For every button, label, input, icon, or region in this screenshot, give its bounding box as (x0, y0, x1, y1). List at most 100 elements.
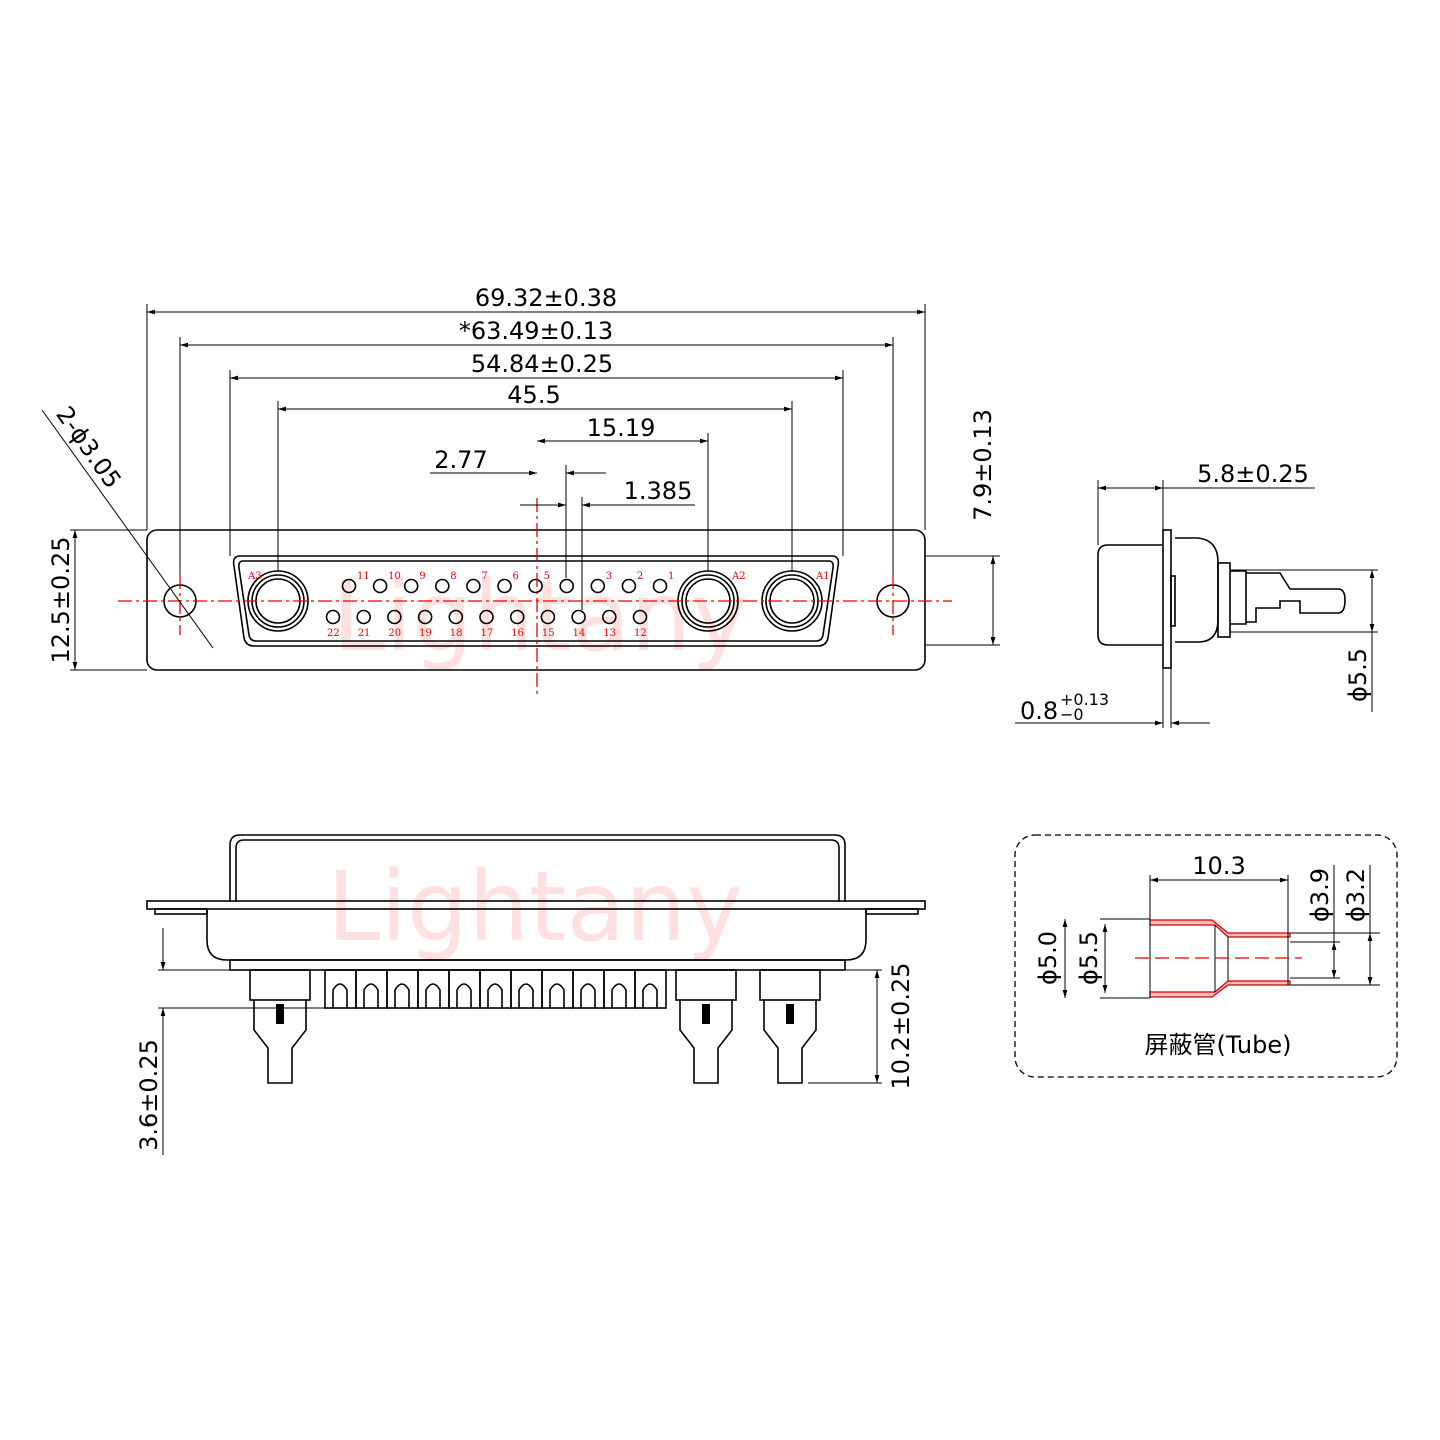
dim-half-pitch: 1.385 (624, 477, 693, 505)
signal-pin (403, 578, 419, 594)
pin-label: 21 (358, 628, 371, 639)
signal-pin (571, 609, 586, 625)
signal-pin (356, 609, 372, 625)
signal-tail (510, 969, 543, 1009)
pin-label: 15 (542, 628, 555, 639)
signal-pin (325, 609, 341, 625)
pin-label: 17 (481, 628, 494, 639)
dim-tube-d3: ϕ3.9 (1306, 868, 1334, 922)
pin-label: 19 (419, 628, 432, 639)
signal-pin (528, 578, 543, 594)
pin-label: 14 (573, 628, 586, 639)
pin-label: 12 (634, 628, 647, 639)
signal-pin (466, 578, 481, 594)
pin-label: 1 (668, 571, 674, 582)
watermark-2: Lightany (327, 851, 743, 963)
signal-tail (324, 969, 357, 1009)
coax-label: A3 (247, 571, 262, 582)
coax-tail-housing (675, 969, 737, 1001)
signal-tail-slot (580, 983, 596, 1008)
coax-crimp-window (276, 1004, 284, 1024)
dim-flange-height: 12.5±0.25 (47, 537, 75, 664)
dim-tail: 3.6±0.25 (135, 1039, 163, 1151)
dim-pitch: 2.77 (434, 446, 487, 474)
signal-tail (634, 969, 667, 1009)
dim-coax-span: 45.5 (507, 381, 560, 409)
signal-pin (540, 609, 556, 625)
dim-shell-height: 7.9±0.13 (969, 409, 997, 521)
dim-length: 10.2±0.25 (887, 963, 915, 1090)
coax-crimp (763, 1000, 817, 1084)
shell-outer (232, 555, 840, 647)
dim-coax-center: 15.19 (587, 414, 656, 442)
pin-label: 6 (513, 571, 519, 582)
signal-pin (497, 578, 512, 594)
signal-pin (417, 609, 433, 625)
signal-tail (572, 969, 605, 1009)
signal-pin (590, 578, 606, 594)
dim-tube-length: 10.3 (1192, 852, 1245, 880)
pin-label: 3 (606, 571, 612, 582)
signal-pin (372, 578, 388, 594)
pin-label: 5 (544, 571, 550, 582)
tol-plus: +0.13 (1060, 690, 1109, 709)
signal-tail (448, 969, 481, 1009)
coax-tail-housing (759, 969, 821, 1001)
pin-label: 22 (327, 628, 340, 639)
pin-label: 2 (637, 571, 643, 582)
side-view: 5.8±0.25 0.8 +0.13 −0 ϕ5.5 (1015, 460, 1378, 728)
coax-label: A2 (731, 571, 746, 582)
coax-tail-housing (249, 969, 311, 1001)
signal-tail-slot (518, 983, 534, 1008)
dim-shell: 54.84±0.25 (471, 350, 613, 378)
dim-overall: 69.32±0.38 (475, 284, 617, 312)
signal-pin (601, 609, 617, 625)
signal-pin (621, 578, 637, 594)
dim-tube-d1: ϕ5.0 (1034, 931, 1062, 985)
dim-holes: 2-ϕ3.05 (50, 401, 126, 493)
signal-pin (341, 578, 357, 594)
dim-pin-dia: ϕ5.5 (1344, 648, 1372, 702)
coax-crimp-window (786, 1004, 794, 1024)
signal-tail-slot (394, 983, 410, 1008)
dim-tube-d2: ϕ5.5 (1075, 931, 1103, 985)
signal-tail-slot (332, 983, 348, 1008)
pin-label: 13 (603, 628, 616, 639)
signal-pin (632, 609, 648, 625)
signal-tail (386, 969, 419, 1009)
signal-tail (479, 969, 512, 1009)
dim-mount-holes: *63.49±0.13 (459, 317, 613, 345)
signal-pin (559, 578, 575, 594)
bottom-view: Lightany 3.6±0.25 10.2±0.25 (135, 834, 926, 1155)
shell-inner (238, 560, 834, 642)
flange (146, 529, 926, 671)
signal-pin (509, 609, 525, 625)
coax-crimp-window (702, 1004, 710, 1024)
dim-flange-thickness: 0.8 (1020, 697, 1058, 725)
signal-tail-slot (456, 983, 472, 1008)
tol-minus: −0 (1060, 705, 1084, 724)
coax-crimp (253, 1000, 307, 1084)
pin-label: 18 (450, 628, 463, 639)
dim-depth: 5.8±0.25 (1197, 460, 1309, 488)
coax-crimp (679, 1000, 733, 1084)
pin-label: 20 (388, 628, 401, 639)
signal-tail-slot (363, 983, 379, 1008)
signal-pin (387, 609, 402, 625)
signal-tail (355, 969, 388, 1009)
pin-label: 11 (357, 571, 370, 582)
tube-caption: 屏蔽管(Tube) (1145, 1031, 1292, 1059)
signal-tail-slot (487, 983, 503, 1008)
signal-pin (652, 578, 668, 594)
signal-pin (479, 609, 494, 625)
signal-pin (448, 609, 464, 625)
signal-tail-slot (642, 983, 658, 1008)
pin-label: 9 (419, 571, 425, 582)
pin-label: 7 (481, 571, 487, 582)
pin-label: 16 (511, 628, 524, 639)
pin-label: 8 (450, 571, 456, 582)
dim-tube-d4: ϕ3.2 (1342, 868, 1370, 922)
signal-tail (417, 969, 450, 1009)
signal-tail-slot (425, 983, 441, 1008)
